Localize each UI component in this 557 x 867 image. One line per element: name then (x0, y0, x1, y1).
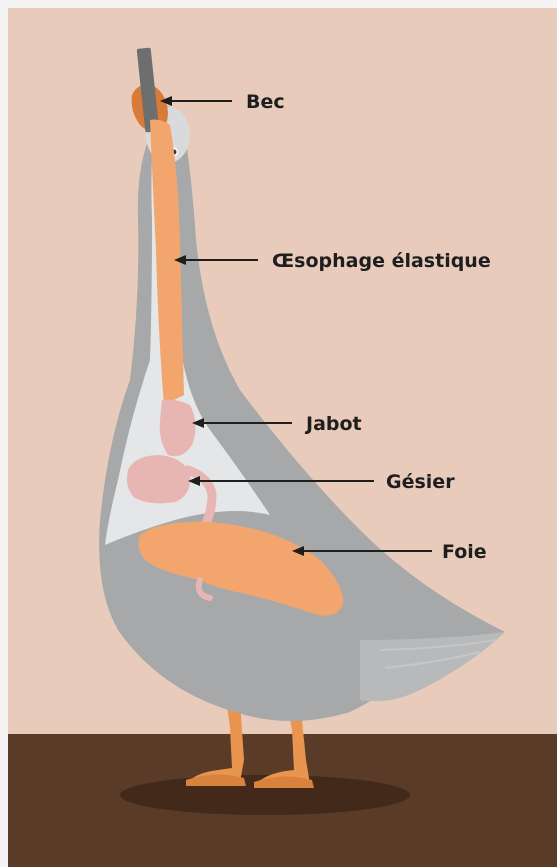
label-jabot: Jabot (304, 413, 362, 435)
label-gesier: Gésier (386, 471, 455, 493)
goose-anatomy-diagram: Bec Œsophage élastique Jabot Gésier Foie (8, 8, 557, 867)
gizzard (127, 455, 190, 503)
diagram-panel: Bec Œsophage élastique Jabot Gésier Foie (8, 8, 557, 867)
label-bec: Bec (246, 91, 285, 113)
label-foie: Foie (442, 541, 487, 563)
label-oesophage: Œsophage élastique (272, 250, 491, 272)
